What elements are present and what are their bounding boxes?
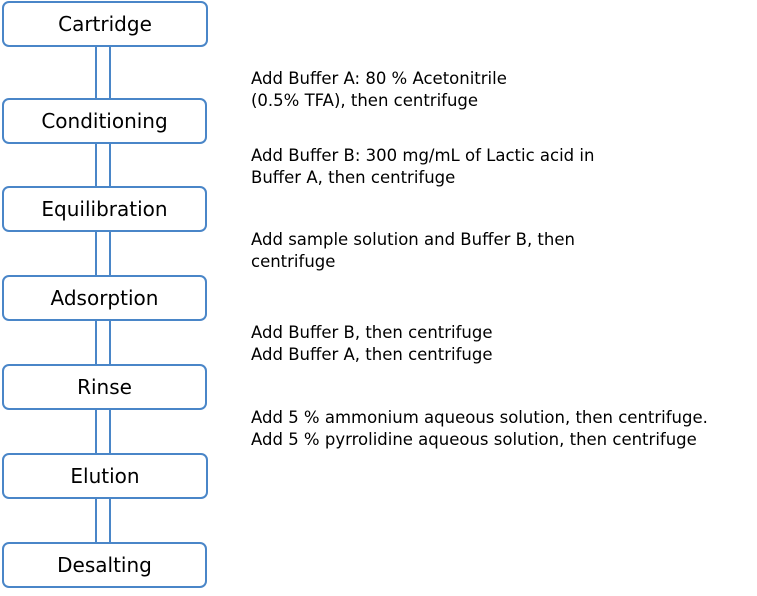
- connector-cartridge-conditioning: [95, 46, 111, 99]
- connector-equilibration-adsorption: [95, 231, 111, 276]
- step-desalting: Desalting: [2, 542, 207, 588]
- step-rinse: Rinse: [2, 364, 207, 410]
- note-line: Add Buffer A, then centrifuge: [251, 345, 493, 364]
- connector-adsorption-rinse: [95, 320, 111, 365]
- note-line: centrifuge: [251, 252, 336, 271]
- note-line: (0.5% TFA), then centrifuge: [251, 91, 479, 110]
- note-conditioning: Add Buffer A: 80 % Acetonitrile (0.5% TF…: [251, 68, 507, 112]
- note-line: Add sample solution and Buffer B, then: [251, 230, 575, 249]
- note-elution: Add 5 % ammonium aqueous solution, then …: [251, 407, 708, 451]
- note-adsorption: Add sample solution and Buffer B, then c…: [251, 229, 575, 273]
- note-line: Buffer A, then centrifuge: [251, 168, 456, 187]
- connector-conditioning-equilibration: [95, 143, 111, 187]
- note-line: Add Buffer B: 300 mg/mL of Lactic acid i…: [251, 146, 595, 165]
- note-equilibration: Add Buffer B: 300 mg/mL of Lactic acid i…: [251, 145, 594, 189]
- note-line: Add 5 % pyrrolidine aqueous solution, th…: [251, 430, 697, 449]
- step-conditioning: Conditioning: [2, 98, 207, 144]
- step-elution: Elution: [2, 453, 208, 499]
- note-line: Add Buffer A: 80 % Acetonitrile: [251, 69, 507, 88]
- step-cartridge: Cartridge: [2, 1, 208, 47]
- note-rinse: Add Buffer B, then centrifuge Add Buffer…: [251, 322, 493, 366]
- step-adsorption: Adsorption: [2, 275, 207, 321]
- connector-rinse-elution: [95, 409, 111, 454]
- note-line: Add Buffer B, then centrifuge: [251, 323, 493, 342]
- step-equilibration: Equilibration: [2, 186, 207, 232]
- note-line: Add 5 % ammonium aqueous solution, then …: [251, 408, 708, 427]
- connector-elution-desalting: [95, 498, 111, 543]
